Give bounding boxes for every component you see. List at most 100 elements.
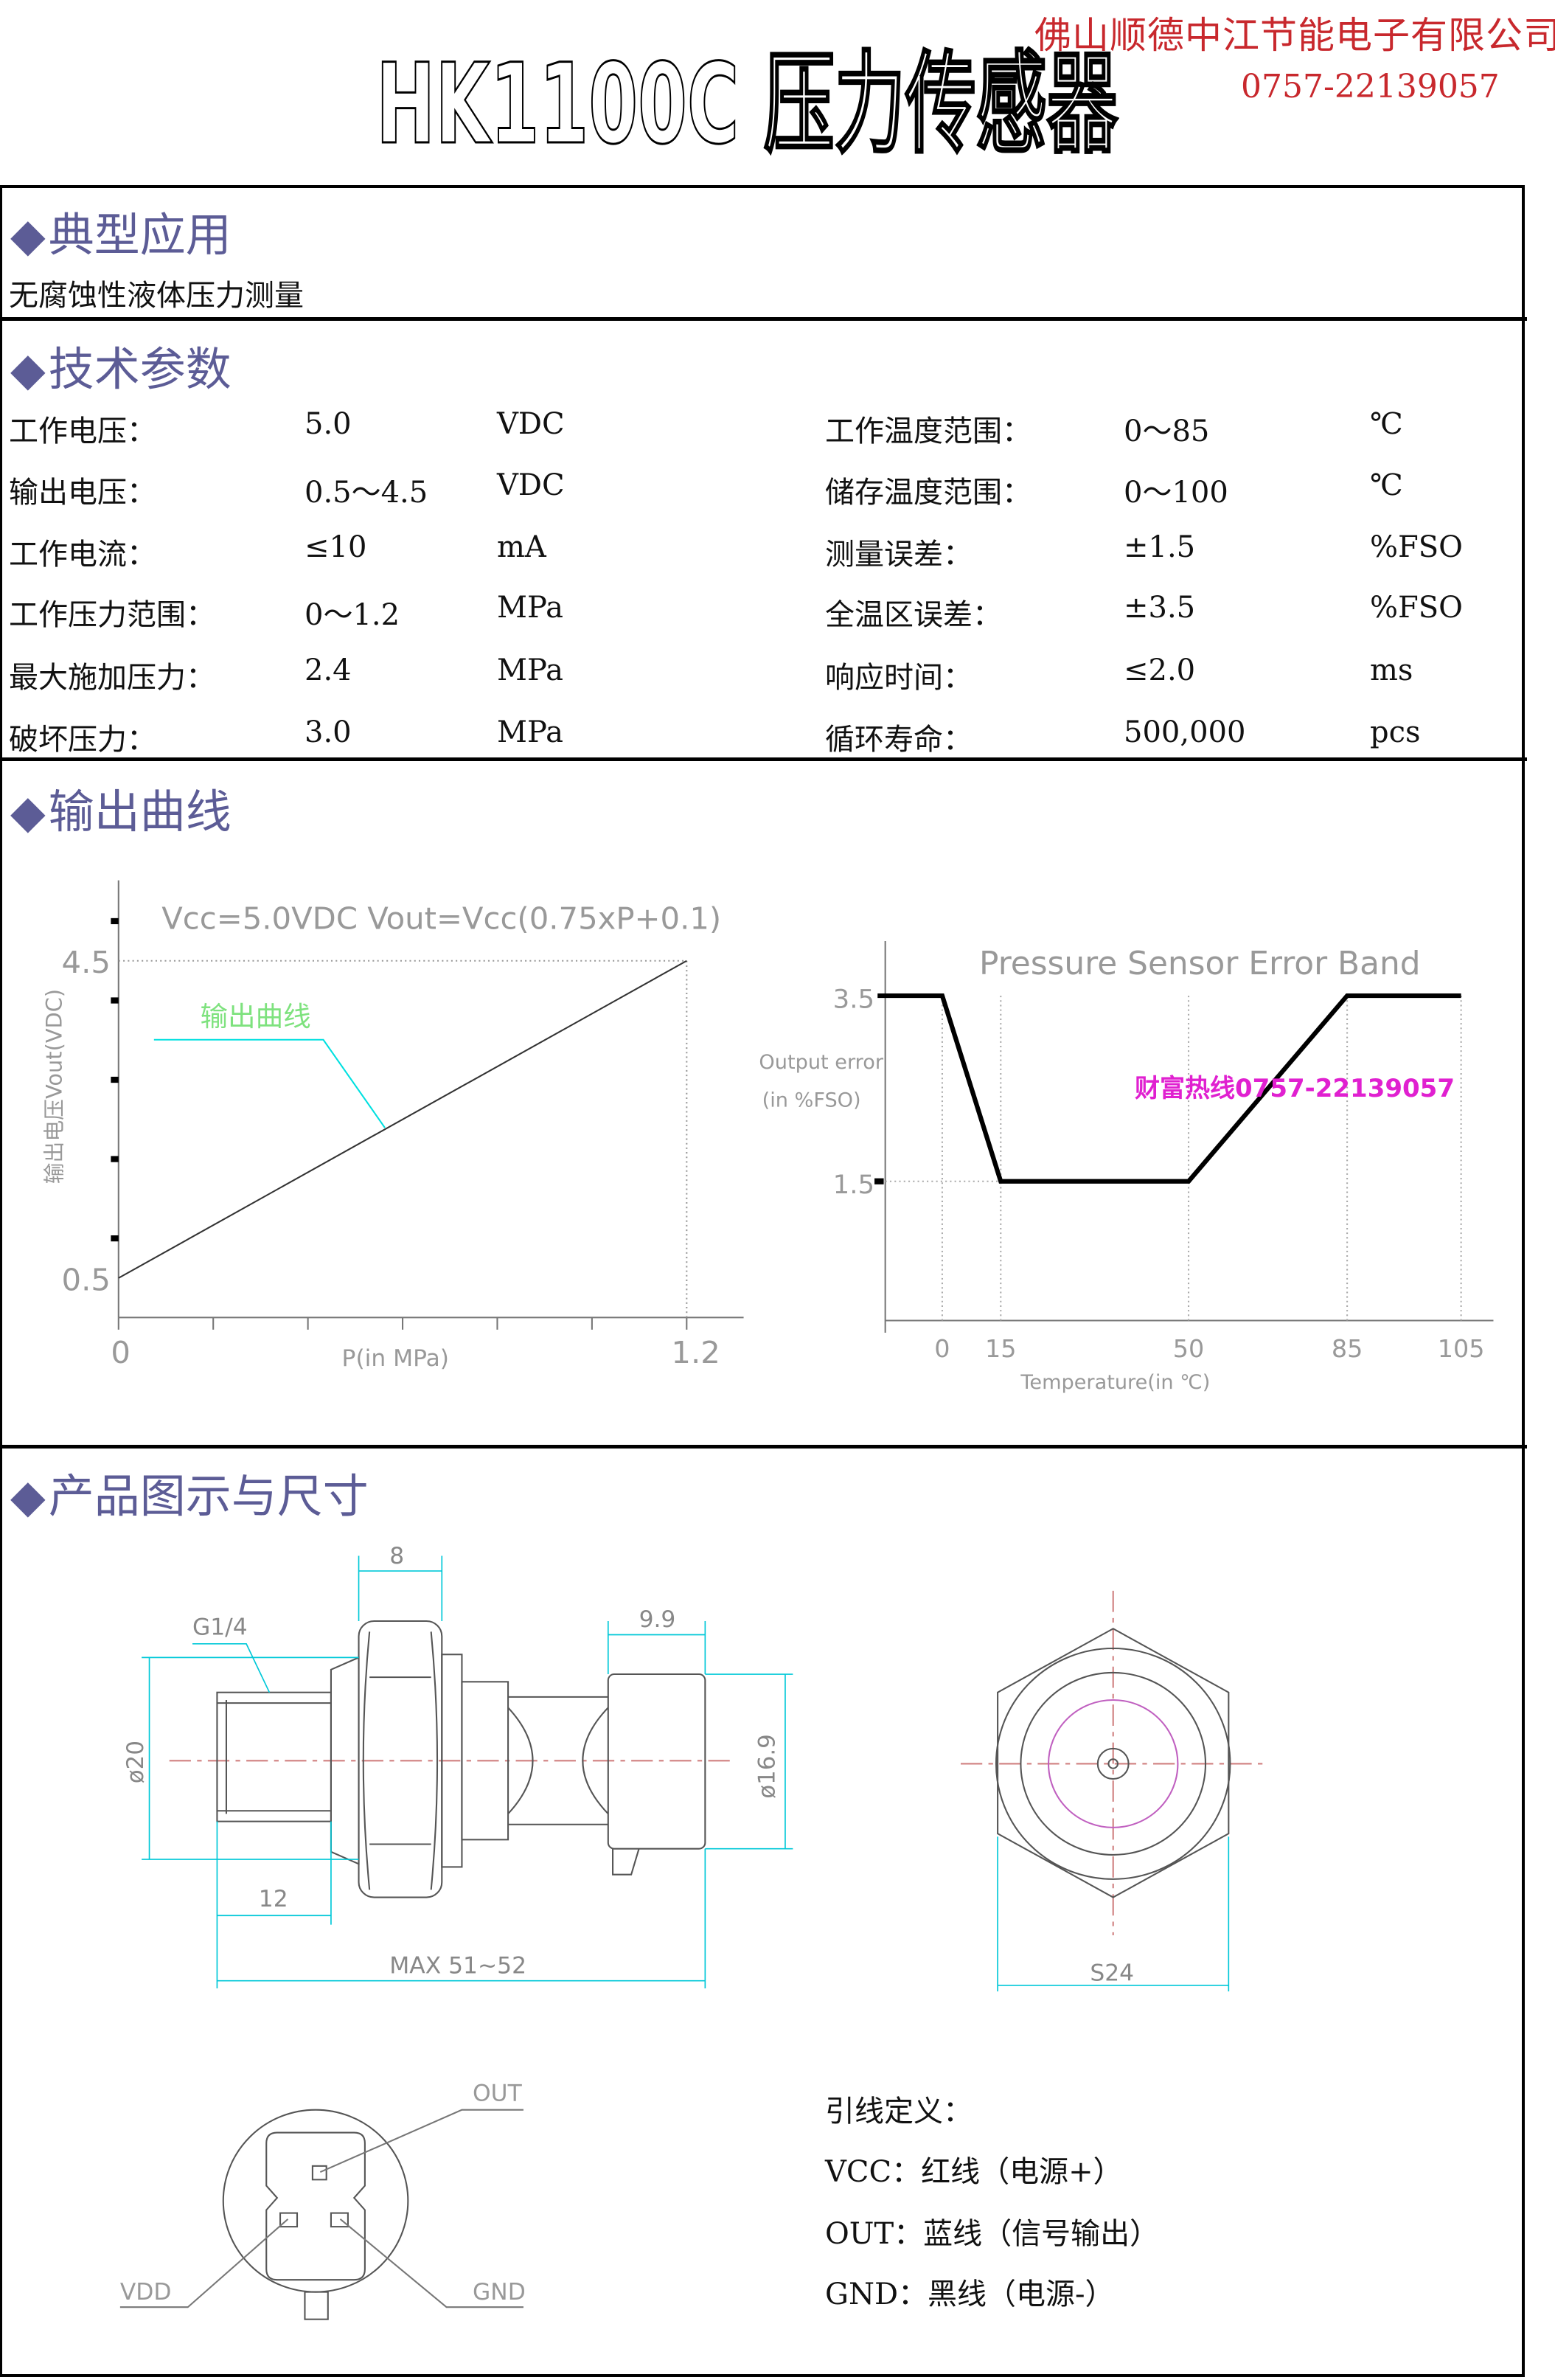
output-curve-chart: Vcc=5.0VDC Vout=Vcc(0.75xP+0.1) 输出曲线 4.5 0.… bbox=[41, 880, 744, 1372]
pin-label-out: OUT bbox=[473, 2081, 523, 2107]
dim-9-9: 9.9 bbox=[639, 1606, 676, 1633]
error-band-chart: Pressure Sensor Error Band 3.5 1.5 Output e… bbox=[759, 940, 1494, 1394]
section-heading-product: ◆产品图示与尺寸 bbox=[10, 1459, 369, 1525]
y-tick-label: 4.5 bbox=[62, 945, 111, 980]
wiring-vcc: VCC：红线（电源+） bbox=[825, 2155, 1123, 2189]
x-tick-label: 15 bbox=[985, 1334, 1017, 1363]
y-tick-label: 1.5 bbox=[833, 1170, 874, 1200]
company-name: 佛山顺德中江节能电子有限公司 bbox=[1034, 14, 1555, 57]
spec-value: 500,000 bbox=[1124, 715, 1246, 749]
dimension-labels: 8 9.9 G1/4 ø20 ø16.9 12 MAX 51~52 S24 bbox=[122, 1543, 1134, 1987]
company-phone: 0757-22139057 bbox=[1241, 68, 1500, 105]
spec-unit: mA bbox=[497, 530, 546, 564]
divider bbox=[0, 757, 1527, 761]
y-axis-label: (in %FSO) bbox=[762, 1089, 861, 1111]
connector bbox=[607, 1673, 706, 1850]
spec-unit: VDC bbox=[497, 468, 565, 502]
spec-value: 0.5～4.5 bbox=[305, 476, 428, 510]
y-tick bbox=[111, 997, 119, 1004]
divider bbox=[0, 317, 1527, 321]
pin-label-vdd: VDD bbox=[120, 2279, 172, 2306]
heading-text: 典型应用 bbox=[48, 208, 232, 262]
dimension-lines bbox=[142, 1555, 793, 1989]
dim-g14: G1/4 bbox=[192, 1614, 248, 1641]
spec-value: ≤2.0 bbox=[1124, 653, 1196, 687]
dim-8: 8 bbox=[389, 1543, 404, 1569]
spec-unit: VDC bbox=[497, 407, 565, 441]
heading-text: 输出曲线 bbox=[48, 785, 232, 839]
spec-unit: MPa bbox=[497, 653, 563, 687]
diamond-icon: ◆ bbox=[10, 208, 46, 262]
y-axis-label: 输出电压Vout(VDC) bbox=[41, 989, 66, 1184]
pin-out bbox=[311, 2165, 327, 2181]
spec-unit: ℃ bbox=[1370, 468, 1403, 502]
annotation-label: 输出曲线 bbox=[200, 1000, 310, 1033]
spec-label: 工作温度范围： bbox=[825, 414, 1032, 448]
spec-unit: %FSO bbox=[1370, 530, 1463, 564]
x-tick-label: 1.2 bbox=[671, 1335, 720, 1370]
wiring-gnd: GND：黑线（电源-） bbox=[825, 2277, 1115, 2311]
thread-part bbox=[216, 1691, 332, 1822]
spec-label: 最大施加压力： bbox=[9, 661, 215, 695]
diamond-icon: ◆ bbox=[10, 1469, 46, 1523]
hex-outline bbox=[997, 1628, 1230, 1898]
chart-title: Vcc=5.0VDC Vout=Vcc(0.75xP+0.1) bbox=[161, 901, 721, 937]
y-axis-label: Output error bbox=[759, 1051, 883, 1074]
heading-text: 产品图示与尺寸 bbox=[48, 1469, 369, 1523]
datasheet-frame bbox=[0, 185, 1525, 2377]
pin-vdd bbox=[279, 2212, 299, 2228]
wiring-out: OUT：蓝线（信号输出） bbox=[825, 2217, 1160, 2251]
page-title: HK1100C 压力传感器 bbox=[375, 41, 1119, 169]
dim-overall: MAX 51~52 bbox=[389, 1953, 526, 1980]
spec-value: ±1.5 bbox=[1124, 530, 1196, 564]
spec-unit: MPa bbox=[497, 715, 563, 749]
y-tick-label: 3.5 bbox=[833, 985, 874, 1015]
hotline-watermark: 财富热线0757-22139057 bbox=[1135, 1074, 1455, 1103]
y-tick bbox=[111, 1156, 119, 1162]
spec-unit: ms bbox=[1370, 653, 1413, 687]
x-tick-label: 0 bbox=[111, 1335, 131, 1370]
spec-label: 响应时间： bbox=[825, 661, 973, 695]
spec-label: 输出电压： bbox=[9, 476, 156, 510]
x-tick-label: 0 bbox=[934, 1334, 950, 1363]
spec-value: 0～100 bbox=[1124, 476, 1228, 510]
sensor-front-view bbox=[960, 1590, 1266, 1992]
spec-label: 工作压力范围： bbox=[9, 598, 215, 632]
x-axis-label: P(in MPa) bbox=[342, 1345, 449, 1372]
dim-s24: S24 bbox=[1090, 1960, 1134, 1987]
dim-d20: ø20 bbox=[122, 1741, 149, 1783]
x-tick-label: 50 bbox=[1173, 1334, 1205, 1363]
output-line bbox=[118, 960, 687, 1279]
section-heading-curves: ◆输出曲线 bbox=[10, 774, 232, 841]
spec-value: 0～85 bbox=[1124, 414, 1210, 448]
y-tick-label: 0.5 bbox=[62, 1263, 111, 1298]
spec-value: 3.0 bbox=[305, 715, 352, 749]
x-tick-label: 85 bbox=[1332, 1334, 1363, 1363]
hex-nut bbox=[358, 1620, 443, 1898]
spec-unit: MPa bbox=[497, 591, 563, 625]
section-heading-application: ◆典型应用 bbox=[10, 198, 232, 264]
y-tick bbox=[111, 917, 119, 925]
diamond-icon: ◆ bbox=[10, 785, 46, 839]
spec-unit: ℃ bbox=[1370, 407, 1403, 441]
spec-label: 工作电压： bbox=[9, 414, 156, 448]
heading-text: 技术参数 bbox=[48, 342, 232, 396]
dim-12: 12 bbox=[259, 1886, 288, 1912]
annotation-leader bbox=[153, 1038, 386, 1128]
spec-value: ≤10 bbox=[305, 530, 367, 564]
section-heading-specs: ◆技术参数 bbox=[10, 332, 232, 398]
chart-title: Pressure Sensor Error Band bbox=[979, 946, 1421, 983]
diamond-icon: ◆ bbox=[10, 342, 46, 396]
spec-label: 全温区误差： bbox=[825, 598, 1002, 632]
divider bbox=[0, 1445, 1527, 1449]
spec-value: 0～1.2 bbox=[305, 598, 400, 632]
spec-label: 循环寿命： bbox=[825, 723, 973, 757]
wiring-title: 引线定义： bbox=[825, 2095, 973, 2129]
spec-label: 储存温度范围： bbox=[825, 476, 1032, 510]
spec-value: 2.4 bbox=[305, 653, 352, 687]
spec-value: 5.0 bbox=[305, 407, 352, 441]
spec-label: 工作电流： bbox=[9, 538, 156, 572]
spec-label: 破坏压力： bbox=[9, 723, 156, 757]
spec-unit: pcs bbox=[1370, 715, 1421, 749]
y-tick bbox=[111, 1076, 119, 1083]
